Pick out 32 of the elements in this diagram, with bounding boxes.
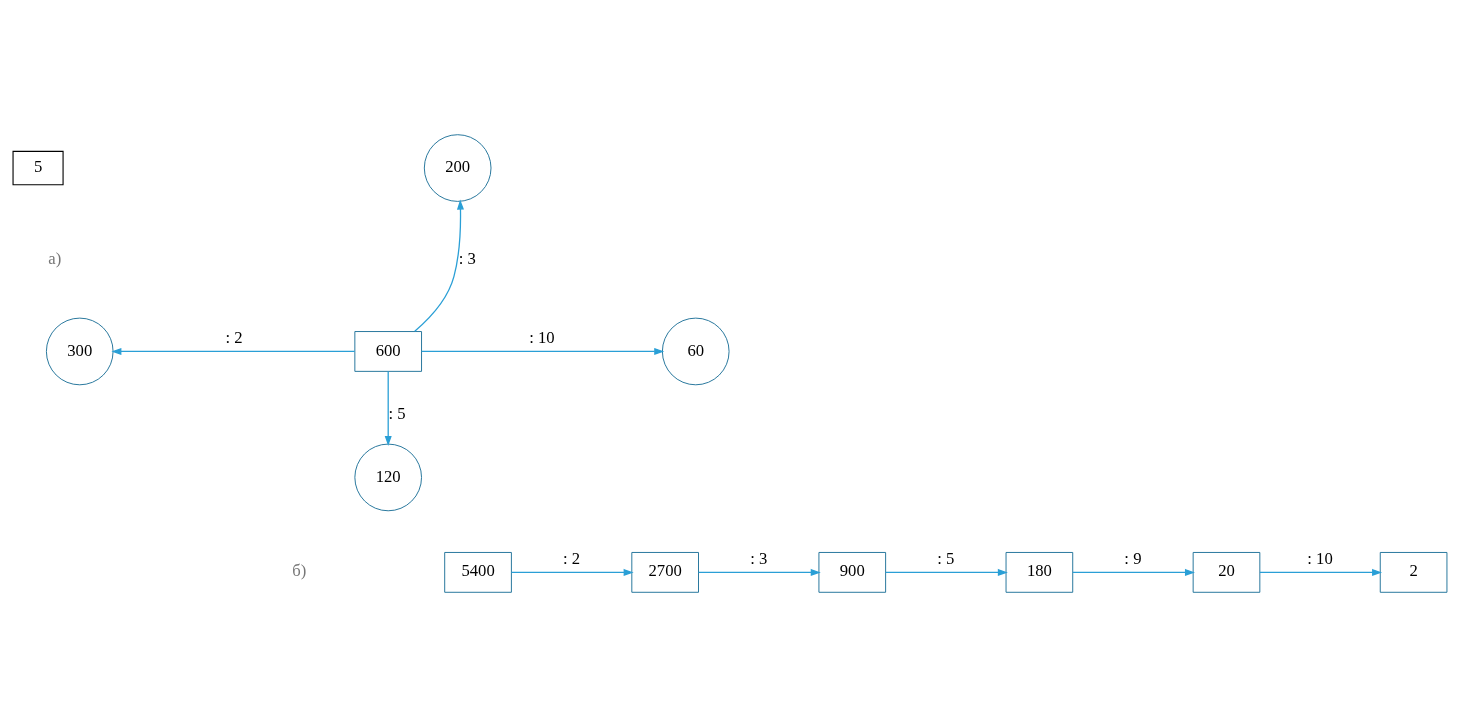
node-circle: 300 bbox=[45, 317, 114, 386]
arrow bbox=[384, 370, 392, 447]
arrow bbox=[510, 568, 634, 576]
arrow bbox=[421, 347, 665, 355]
node-box: 5400 bbox=[444, 552, 512, 593]
label: а) bbox=[48, 248, 62, 268]
arrow bbox=[111, 347, 356, 355]
arrow bbox=[885, 568, 1008, 576]
edge-label: : 2 bbox=[225, 328, 243, 348]
arrow bbox=[697, 568, 821, 576]
node-circle: 120 bbox=[354, 443, 422, 512]
node-box: 900 bbox=[818, 552, 887, 593]
edge-label: : 5 bbox=[388, 403, 406, 423]
node-box: 20 bbox=[1192, 552, 1261, 593]
edge-label: : 5 bbox=[937, 549, 955, 569]
node-circle: 60 bbox=[661, 317, 730, 386]
label: б) bbox=[292, 561, 307, 581]
edge-label: : 9 bbox=[1124, 549, 1142, 569]
node-box: 180 bbox=[1005, 552, 1074, 593]
node-circle: 200 bbox=[423, 134, 492, 202]
edge-label: : 10 bbox=[1307, 549, 1333, 569]
edge-label: : 2 bbox=[563, 549, 581, 569]
node-box: 5 bbox=[12, 150, 64, 186]
node-box: 600 bbox=[354, 331, 422, 372]
arrow bbox=[414, 199, 464, 332]
node-box: 2700 bbox=[631, 552, 699, 593]
edge-label: : 10 bbox=[529, 328, 555, 348]
node-box: 2 bbox=[1379, 552, 1448, 593]
arrow bbox=[1259, 568, 1383, 576]
edge-label: : 3 bbox=[750, 549, 768, 569]
edge-label: : 3 bbox=[458, 248, 476, 268]
arrow bbox=[1072, 568, 1195, 576]
